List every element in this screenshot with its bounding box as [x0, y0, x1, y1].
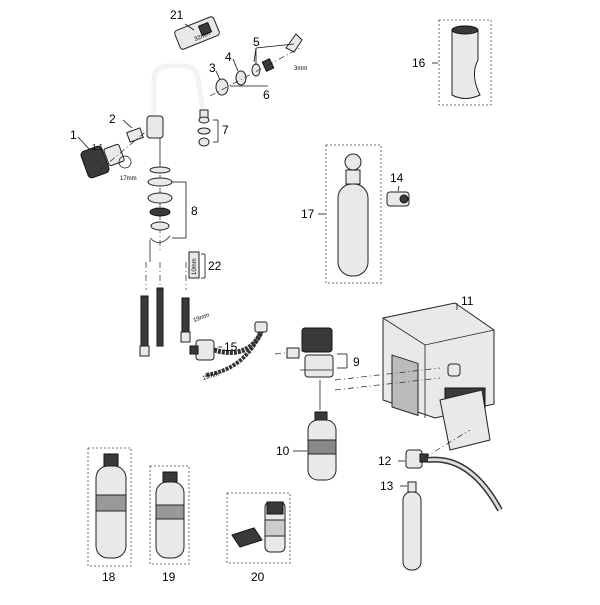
aerator-parts-3-6: [209, 33, 303, 97]
supply-hoses: [139, 262, 191, 357]
part-13-co2-bottle: [400, 481, 422, 571]
part-16-bottle: [432, 19, 492, 106]
part-22-clip: [188, 251, 206, 279]
callout-4: 4: [225, 50, 232, 64]
part-17-co2-cylinder: [318, 144, 382, 284]
callout-16: 16: [412, 56, 426, 70]
dim-32mm: 32mm: [194, 31, 212, 43]
callout-15: 15: [224, 340, 238, 354]
callout-labels: 1 1.1. 2 3 4 5 6 7 8 9 10 11 12 13 14 15…: [70, 8, 474, 584]
callout-10: 10: [276, 444, 290, 458]
part-7-washers: [197, 116, 219, 147]
part-11-chiller-unit: [334, 302, 495, 451]
part-10-filter-cartridge: [293, 411, 337, 481]
callout-17: 17: [301, 207, 315, 221]
callout-14: 14: [390, 171, 404, 185]
dim-3mm: 3mm: [294, 66, 307, 72]
callout-19: 19: [162, 570, 176, 584]
part-19-filter: [149, 465, 190, 565]
dim-17mm: 17mm: [120, 176, 137, 182]
handle-parts-1-2: [77, 119, 151, 179]
callout-6: 6: [263, 88, 270, 102]
callout-12: 12: [378, 454, 392, 468]
part-9-filter-head: [274, 327, 348, 410]
callout-13: 13: [380, 479, 394, 493]
callout-3: 3: [209, 61, 216, 75]
callout-5: 5: [253, 35, 260, 49]
part-8-mounting-set: [147, 162, 187, 262]
dim-19mm-top: 19mm: [193, 313, 211, 324]
callout-11: 11: [461, 294, 474, 308]
dimension-labels: 17mm 3mm 19mm 19mm 32mm 10mm: [120, 31, 307, 382]
part-15-valve-hose: [189, 321, 268, 377]
callout-1-1: 1.1.: [92, 143, 105, 152]
callout-9: 9: [353, 355, 360, 369]
callout-2: 2: [109, 112, 116, 126]
dim-10mm: 10mm: [192, 258, 198, 275]
dim-19mm-bottom: 19mm: [202, 372, 220, 382]
callout-22: 22: [208, 259, 222, 273]
part-12-co2-valve: [398, 429, 503, 512]
callout-20: 20: [251, 570, 265, 584]
callout-8: 8: [191, 204, 198, 218]
callout-18: 18: [102, 570, 116, 584]
part-14-adapter: [386, 185, 410, 207]
part-21-tool: [174, 16, 220, 50]
callout-7: 7: [222, 123, 229, 137]
part-18-filter: [87, 447, 132, 567]
faucet: [146, 63, 209, 165]
callout-21: 21: [170, 8, 184, 22]
part-20-filter-set: [226, 492, 291, 564]
callout-1: 1: [70, 128, 77, 142]
